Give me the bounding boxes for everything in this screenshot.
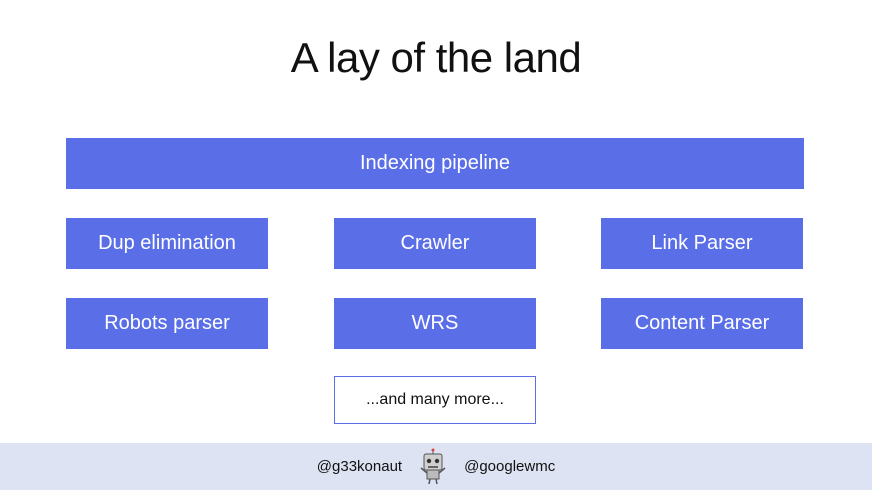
right-handle: @googlewmc: [464, 458, 556, 475]
robot-mascot-icon: [418, 448, 448, 486]
link-parser-box: Link Parser: [601, 218, 803, 269]
robots-parser-box: Robots parser: [66, 298, 268, 349]
content-parser-box: Content Parser: [601, 298, 803, 349]
indexing-pipeline-box: Indexing pipeline: [66, 138, 804, 189]
wrs-box: WRS: [334, 298, 536, 349]
crawler-box: Crawler: [334, 218, 536, 269]
dup-elimination-box: Dup elimination: [66, 218, 268, 269]
footer-band: @g33konaut @googlewmc: [0, 443, 872, 490]
and-many-more-box: ...and many more...: [334, 376, 536, 424]
slide-title: A lay of the land: [290, 34, 582, 81]
left-handle: @g33konaut: [316, 458, 403, 475]
